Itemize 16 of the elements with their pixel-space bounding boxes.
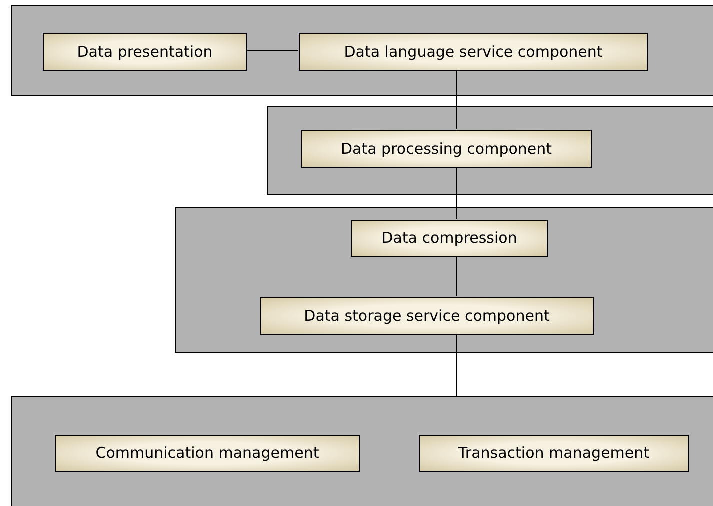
connector-line bbox=[456, 334, 458, 396]
component-box: Data presentation bbox=[43, 33, 247, 71]
component-box: Data storage service component bbox=[260, 297, 594, 335]
layer-panel bbox=[11, 5, 713, 96]
layer-panel bbox=[11, 396, 713, 506]
component-box: Data compression bbox=[351, 220, 548, 257]
connector-line bbox=[456, 166, 458, 220]
component-box: Communication management bbox=[55, 435, 360, 472]
connector-line bbox=[456, 256, 458, 296]
layer-panel bbox=[267, 106, 713, 195]
connector-line bbox=[246, 50, 298, 52]
layer-panel bbox=[175, 207, 713, 353]
component-box: Transaction management bbox=[419, 435, 689, 472]
component-box: Data language service component bbox=[299, 33, 648, 71]
connector-line bbox=[456, 70, 458, 130]
component-box: Data processing component bbox=[301, 130, 592, 168]
